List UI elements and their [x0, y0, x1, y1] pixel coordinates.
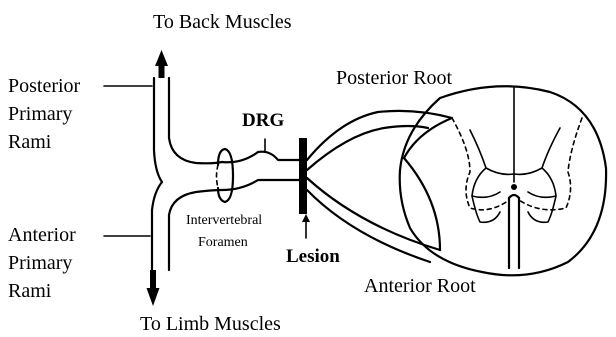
- to-limb-muscles-label: To Limb Muscles: [140, 313, 281, 335]
- anterior-primary-rami-label: Anterior Primary Rami: [8, 224, 81, 302]
- posterior-label-line-2: Primary: [8, 103, 72, 125]
- posterior-primary-rami-label: Posterior Primary Rami: [8, 75, 85, 153]
- to-back-muscles-label: To Back Muscles: [153, 11, 292, 33]
- foramen-label-line-1: Intervertebral: [186, 213, 262, 228]
- down-arrow-icon: [147, 270, 160, 306]
- intervertebral-foramen-ring: [217, 149, 234, 202]
- posterior-label-line-3: Rami: [8, 131, 52, 153]
- up-arrow-icon: [155, 50, 168, 78]
- posterior-root: [307, 111, 452, 170]
- posterior-label-line-1: Posterior: [8, 75, 81, 97]
- foramen-label-line-2: Foramen: [198, 235, 248, 250]
- anterior-label-line-1: Anterior: [8, 224, 76, 246]
- anterior-label-line-3: Rami: [8, 280, 52, 302]
- lesion-bar: [299, 138, 307, 214]
- anterior-root-label: Anterior Root: [364, 275, 476, 297]
- intervertebral-foramen-label: Intervertebral Foramen: [186, 213, 266, 250]
- anterior-label-line-2: Primary: [8, 252, 72, 274]
- lesion-label: Lesion: [286, 246, 340, 267]
- lesion-pointer: [302, 214, 310, 238]
- drg-label: DRG: [242, 110, 284, 131]
- posterior-root-label: Posterior Root: [336, 67, 453, 89]
